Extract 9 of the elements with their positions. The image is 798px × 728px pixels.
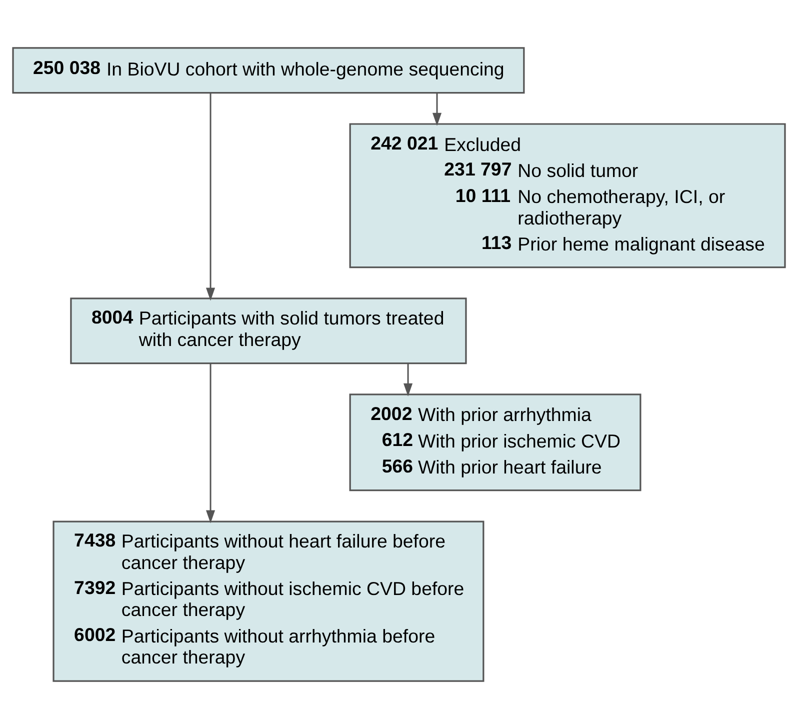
node-box: 250 038 In BioVU cohort with whole-genome sequencing bbox=[12, 46, 525, 94]
node-box: 2002 With prior arrhythmia 612 With prior ischemic CVD 566 With prior heart failure bbox=[349, 393, 642, 491]
node-box: 8004 Participants with solid tumors treated with cancer therapy bbox=[70, 297, 467, 364]
node-box: 242 021 Excluded 231 797 No solid tumor 10 111 No chemotherapy, ICI, or radiotherapy 113 Prior heme malignant disease bbox=[349, 122, 786, 268]
arrow bbox=[206, 362, 216, 523]
arrow bbox=[404, 363, 413, 396]
arrow bbox=[206, 92, 216, 300]
arrow bbox=[432, 92, 442, 126]
node-box: 7438 Participants without heart failure before cancer therapy 7392 Participants without ischemic CVD before cancer therapy 6002 Participants without arrhythmia before cancer therapy bbox=[52, 520, 484, 682]
